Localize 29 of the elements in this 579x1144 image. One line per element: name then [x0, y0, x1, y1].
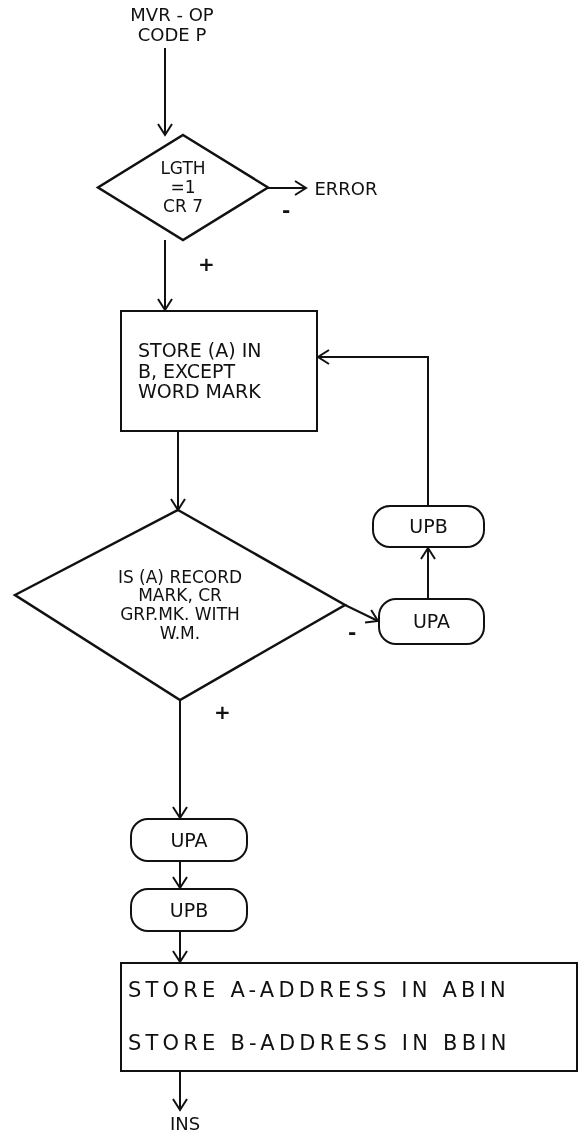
arrow — [172, 861, 188, 889]
terminal-box — [130, 888, 248, 932]
arrow — [172, 931, 188, 963]
process-text: STORE A-ADDRESS IN ABIN — [128, 978, 510, 1003]
arrow — [170, 431, 186, 511]
arrow — [172, 1071, 188, 1111]
step-text: UPB — [169, 899, 209, 921]
decision-text: LGTH =1 CR 7 — [159, 159, 207, 216]
decision-text: IS (A) RECORD MARK, CR GRP.MK. WITH W.M. — [116, 567, 244, 643]
terminal-box — [378, 598, 485, 645]
process-text: STORE B-ADDRESS IN BBIN — [128, 1031, 511, 1056]
process-box — [120, 310, 318, 432]
step-text: UPA — [170, 829, 208, 851]
terminal-box — [372, 505, 485, 548]
arrow — [317, 349, 429, 506]
terminal-box — [130, 818, 248, 862]
arrow — [172, 699, 188, 819]
flow-text: INS — [155, 1110, 215, 1138]
arrow — [157, 47, 173, 136]
flow-text: MVR - OP CODE P — [112, 2, 232, 48]
arrow — [157, 239, 173, 311]
arrow — [344, 604, 379, 624]
flow-text: ERROR — [306, 176, 386, 202]
step-text: UPA — [412, 611, 451, 632]
arrow — [420, 547, 436, 599]
arrow — [267, 180, 307, 196]
step-text: UPB — [409, 516, 448, 537]
process-box — [120, 962, 578, 1072]
process-text: STORE (A) IN B, EXCEPT WORD MARK — [138, 339, 263, 403]
